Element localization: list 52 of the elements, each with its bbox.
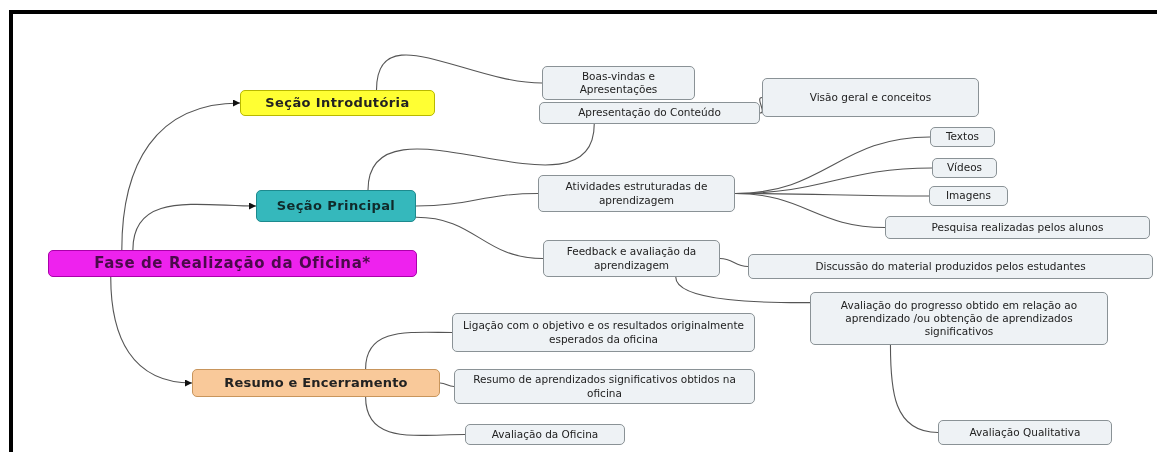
subtopic-box — [932, 158, 997, 178]
node-label: Apresentação do Conteúdo — [578, 106, 721, 120]
arrow — [132, 202, 257, 251]
connector-line — [367, 123, 595, 191]
subtopic-box — [538, 175, 735, 212]
node-label: Vídeos — [946, 161, 983, 175]
node-label: Avaliação da Oficina — [491, 427, 599, 442]
connector-line — [375, 54, 543, 91]
arrow — [110, 276, 193, 387]
node-label: Seção Introdutória — [265, 94, 410, 112]
topic-box — [256, 190, 416, 222]
subtopic-box — [452, 313, 755, 352]
node-label: Resumo e Encerramento — [224, 374, 408, 392]
connector-line — [719, 257, 749, 268]
subtopic-box — [543, 240, 720, 277]
node-label: Pesquisa realizadas pelos alunos — [931, 220, 1104, 235]
node-label: Boas-vindas e Apresentações — [578, 69, 659, 97]
subtopic-box — [930, 127, 995, 147]
node-label: Textos — [945, 130, 980, 144]
subtopic-box — [929, 186, 1008, 206]
topic-box — [48, 250, 417, 277]
subtopic-box — [938, 420, 1112, 445]
subtopic-box — [539, 102, 760, 124]
node-label: Avaliação Qualitativa — [969, 425, 1081, 440]
subtopic-box — [454, 369, 755, 404]
connector-line — [675, 276, 811, 304]
connector-line — [889, 344, 939, 434]
connector-line — [365, 396, 466, 436]
subtopic-box — [542, 66, 695, 100]
subtopic-box — [810, 292, 1108, 345]
node-label: Visão geral e conceitos — [809, 90, 932, 105]
node-label: Imagens — [946, 189, 991, 203]
node-label: Seção Principal — [276, 197, 396, 215]
connector-line — [439, 382, 455, 388]
connector-line — [415, 192, 539, 207]
node-label: Feedback e avaliação da aprendizagem — [565, 245, 698, 272]
topic-box — [240, 90, 435, 116]
subtopic-box — [762, 78, 979, 117]
node-label: Resumo de aprendizados significativos obtidos na oficina — [472, 373, 737, 400]
subtopic-box — [885, 216, 1150, 239]
connector-line — [734, 192, 886, 229]
connector-line — [415, 216, 544, 260]
arrow — [121, 99, 241, 251]
subtopic-box — [465, 424, 625, 445]
node-label: Fase de Realização da Oficina* — [94, 254, 371, 273]
node-label: Ligação com o objetivo e os resultados originalmente esperados da oficina — [461, 319, 746, 346]
topic-box — [192, 369, 440, 397]
connector-line — [365, 331, 453, 370]
node-label: Discussão do material produzidos pelos estudantes — [815, 259, 1086, 274]
subtopic-box — [748, 254, 1153, 279]
node-label: Atividades estruturadas de aprendizagem — [564, 180, 709, 207]
node-label: Avaliação do progresso obtido em relação ao aprendizado /ou obtenção de aprendizados significativos — [839, 298, 1079, 339]
